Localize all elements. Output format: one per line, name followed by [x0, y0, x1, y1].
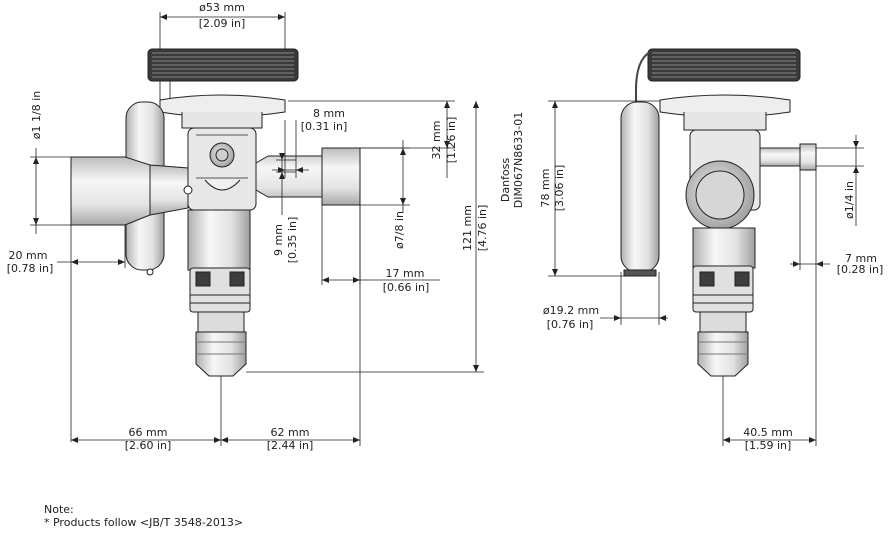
dim-d78-mm: 78 mm — [539, 169, 552, 208]
dim-d9-mm: 9 mm — [272, 224, 285, 256]
equalizer-tube — [759, 147, 801, 167]
dim-d121-in: [4.76 in] — [476, 205, 489, 252]
dim-d1-4: ø1/4 in — [843, 181, 856, 219]
note-title: Note: — [44, 503, 74, 516]
side-coil-head — [635, 48, 801, 102]
dim-d9-in: [0.35 in] — [286, 217, 299, 264]
dim-d20-in: [0.78 in] — [7, 262, 54, 275]
dim-d32-in: [1.26 in] — [445, 117, 458, 164]
dim-d17-in: [0.66 in] — [383, 281, 430, 294]
dim-d7-8: ø7/8 in — [393, 211, 406, 249]
drawing-ref-number: DIM067N8633-01 — [512, 112, 525, 208]
front-view — [70, 48, 361, 377]
dim-d66-mm: 66 mm — [129, 426, 168, 439]
dim-d53-mm: ø53 mm — [199, 1, 245, 14]
dim-d32-mm: 32 mm — [430, 121, 443, 160]
inlet-pipe — [70, 156, 193, 226]
side-sensing-bulb — [620, 101, 660, 273]
dim-d17-mm: 17 mm — [386, 267, 425, 280]
dim-d19-2-mm: ø19.2 mm — [543, 304, 599, 317]
dim-d8-mm: 8 mm — [313, 107, 345, 120]
dim-d19-2-in: [0.76 in] — [547, 318, 594, 331]
dim-d40-5-mm: 40.5 mm — [743, 426, 792, 439]
side-view — [620, 48, 817, 377]
valve-body — [187, 127, 257, 211]
dim-d78-in: [3.06 in] — [553, 165, 566, 212]
dim-d7-mm: 7 mm — [845, 252, 877, 265]
dim-d53-in: [2.09 in] — [199, 17, 246, 30]
dim-d1-1-8: ø1 1/8 in — [30, 91, 43, 139]
dim-d8-in: [0.31 in] — [301, 120, 348, 133]
valve-stem — [187, 209, 251, 271]
dim-d20-mm: 20 mm — [9, 249, 48, 262]
dim-d66-in: [2.60 in] — [125, 439, 172, 452]
dim-d7-in: [0.28 in] — [837, 263, 884, 276]
drawing-ref-brand: Danfoss — [499, 158, 512, 203]
dim-d62-in: [2.44 in] — [267, 439, 314, 452]
note-text: * Products follow <JB/T 3548-2013> — [44, 516, 244, 529]
bulb-coil-head — [147, 48, 299, 101]
dim-d121-mm: 121 mm — [461, 205, 474, 251]
note-block: Note: * Products follow <JB/T 3548-2013> — [44, 503, 243, 529]
arrowheads — [33, 14, 859, 443]
outlet-pipe — [255, 147, 361, 206]
dim-d62-mm: 62 mm — [271, 426, 310, 439]
dim-d40-5-in: [1.59 in] — [745, 439, 792, 452]
dimension-labels: ø53 mm [2.09 in] ø1 1/8 in 8 mm [0.31 in… — [7, 1, 884, 452]
